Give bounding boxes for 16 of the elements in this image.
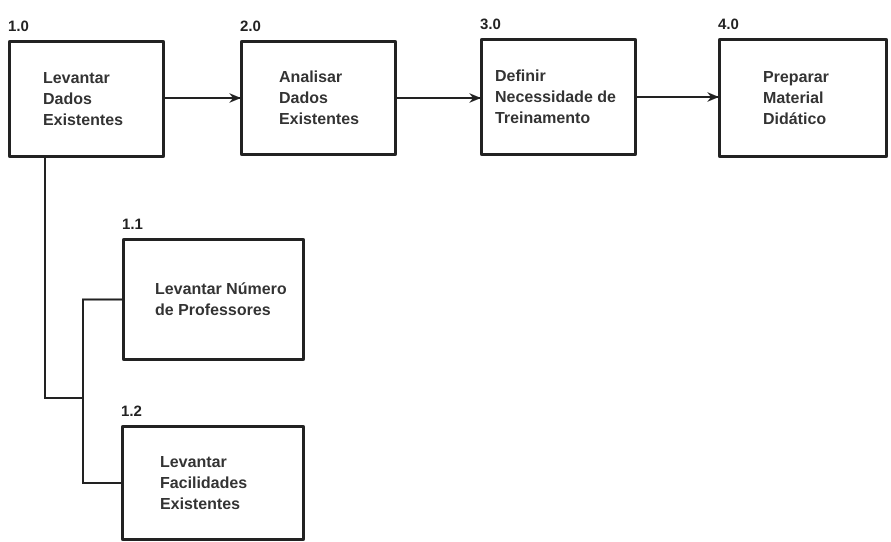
step-number: 1.1 [122,216,144,234]
step-number: 2.0 [240,18,262,36]
process-label: Preparar Material Didático [763,68,830,130]
arrow [397,93,481,103]
process-label: Levantar Número de Professores [155,280,288,320]
arrow [637,92,719,102]
process-label: Levantar Facilidades Existentes [160,452,248,514]
arrow [165,93,241,103]
process-label: Levantar Dados Existentes [43,68,124,130]
step-number: 1.0 [8,18,30,36]
process-label: Definir Necessidade de Treinamento [495,66,617,128]
step-number: 1.2 [121,403,143,421]
step-number: 3.0 [480,16,502,34]
process-label: Analisar Dados Existentes [279,68,360,130]
step-number: 4.0 [718,16,740,34]
connector-line [44,158,121,484]
